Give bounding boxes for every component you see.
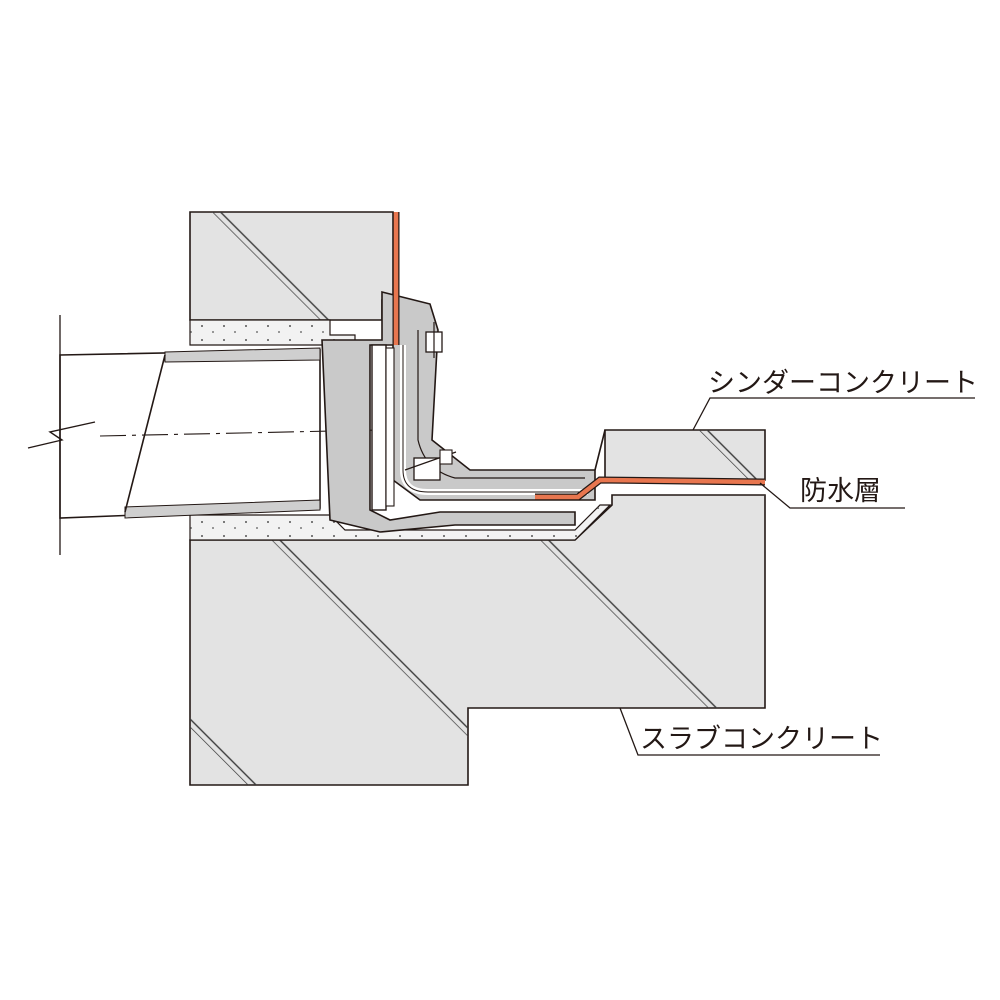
wall-concrete — [189, 211, 394, 321]
waterproof-membrane — [392, 212, 766, 501]
break-line-symbol — [27, 421, 96, 449]
drain-fitting — [321, 290, 596, 533]
mortar-bed-upper — [189, 319, 356, 346]
drain-pipe — [59, 315, 381, 555]
waterproof-layer-callout: 防水層 — [759, 476, 905, 509]
waterproof-layer-label: 防水層 — [800, 476, 881, 507]
slab-concrete — [189, 494, 766, 786]
cinder-concrete-label: シンダーコンクリート — [708, 368, 978, 399]
bolt-icon — [425, 322, 443, 358]
bolt-icon — [404, 449, 457, 481]
slab-concrete-label: スラブコンクリート — [640, 724, 883, 755]
cinder-concrete — [594, 429, 766, 481]
cinder-concrete-callout: シンダーコンクリート — [692, 368, 978, 431]
slab-concrete-callout: スラブコンクリート — [619, 707, 883, 756]
